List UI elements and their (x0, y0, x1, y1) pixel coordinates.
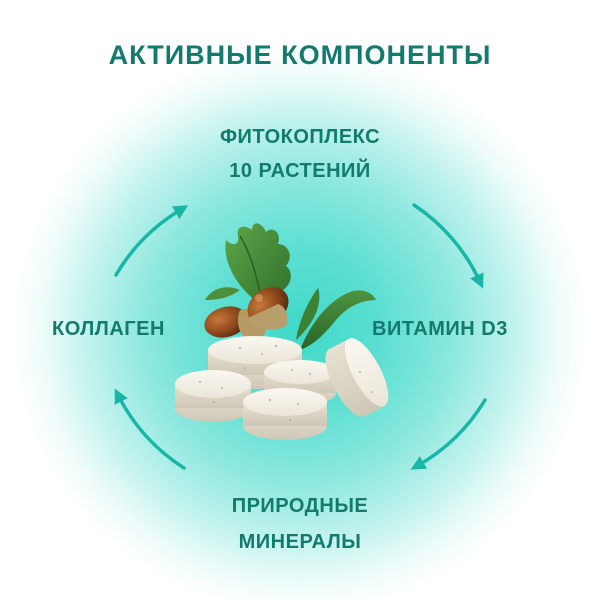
component-vitamin-d3: ВИТАМИН D3 (372, 318, 508, 340)
acorns (204, 287, 289, 340)
arrow-top-to-right (412, 203, 484, 289)
component-phytocomplex-line2: 10 РАСТЕНИЙ (229, 160, 371, 182)
component-minerals: ПРИРОДНЫЕ МИНЕРАЛЫ (150, 488, 450, 560)
component-minerals-line2: МИНЕРАЛЫ (238, 531, 362, 553)
component-phytocomplex-line1: ФИТОКОПЛЕКС (219, 126, 381, 148)
tablets (175, 336, 389, 440)
arrow-bottom-to-left (114, 388, 186, 470)
component-phytocomplex: ФИТОКОПЛЕКС 10 РАСТЕНИЙ (150, 120, 450, 188)
page-title: АКТИВНЫЕ КОМПОНЕНТЫ (108, 40, 492, 70)
component-collagen: КОЛЛАГЕН (52, 318, 165, 340)
arrow-left-to-top (114, 205, 189, 277)
component-minerals-line1: ПРИРОДНЫЕ (231, 495, 369, 517)
arrow-right-to-bottom (410, 398, 487, 470)
